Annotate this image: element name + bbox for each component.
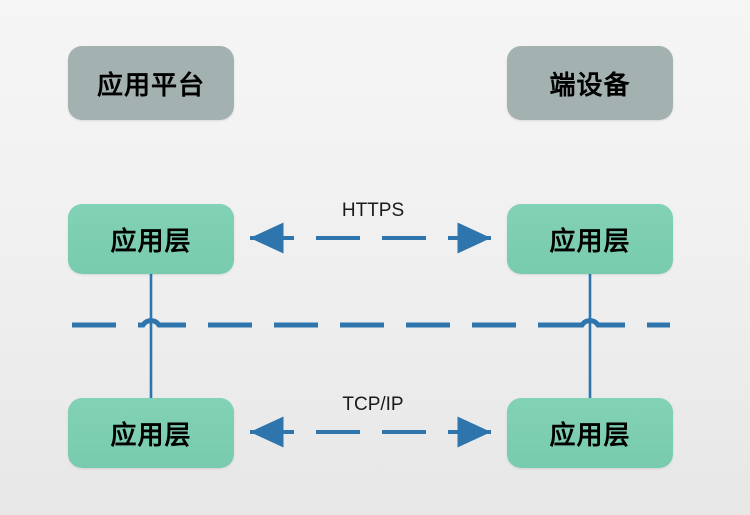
header-box-end-device[interactable]: 端设备	[507, 46, 673, 120]
layer-box-left-application[interactable]: 应用层	[68, 204, 234, 274]
layer-box-bl-label: 应用层	[110, 419, 192, 450]
wire-hop-icon-right	[578, 318, 603, 328]
header-box-application-platform[interactable]: 应用平台	[68, 46, 234, 120]
layer-box-br-label: 应用层	[549, 419, 631, 450]
protocol-label-https: HTTPS	[341, 200, 405, 221]
layer-box-tl-label: 应用层	[110, 225, 192, 256]
header-box-right-label: 端设备	[549, 69, 631, 100]
wire-hop-icon-left	[139, 318, 164, 328]
layer-box-tr-label: 应用层	[549, 225, 631, 256]
layer-box-right-application[interactable]: 应用层	[507, 204, 673, 274]
boundary-dashed-line	[72, 318, 670, 328]
protocol-label-tcpip: TCP/IP	[342, 394, 404, 415]
header-box-left-label: 应用平台	[96, 69, 205, 100]
layer-box-right-transport[interactable]: 应用层	[507, 398, 673, 468]
layer-box-left-transport[interactable]: 应用层	[68, 398, 234, 468]
